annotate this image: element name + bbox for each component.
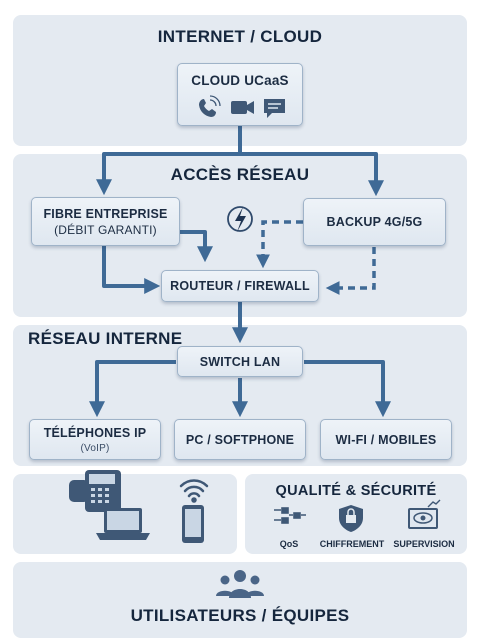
desk-phone-icon: [69, 470, 121, 512]
laptop-icon: [96, 508, 150, 540]
ip-phones-box: TÉLÉPHONES IP (VoIP): [29, 419, 161, 460]
fiber-line2-label: (DÉBIT GARANTI): [54, 222, 157, 237]
cloud-ucaas-box: CLOUD UCaaS: [177, 63, 303, 126]
fiber-to-router-arrow-diag: [180, 230, 213, 263]
smartphone-icon: [182, 505, 204, 543]
switch-to-wifi-arrow: [304, 360, 391, 418]
video-camera-icon: [231, 101, 254, 114]
switch-lan-box: SWITCH LAN: [177, 346, 303, 377]
internal-network-title: RÉSEAU INTERNE: [28, 329, 183, 348]
phones-sub-label: (VoIP): [80, 442, 110, 454]
internet-cloud-title: INTERNET / CLOUD: [157, 27, 323, 46]
fiber-line1-label: FIBRE ENTREPRISE: [43, 206, 168, 221]
pc-softphone-box: PC / SOFTPHONE: [174, 419, 306, 460]
backup-4g5g-box: BACKUP 4G/5G: [303, 198, 446, 246]
supervision-label: SUPERVISION: [393, 539, 455, 549]
quality-security-title: QUALITÉ & SÉCURITÉ: [275, 483, 437, 499]
wifi-mobiles-box: WI-FI / MOBILES: [320, 419, 452, 460]
switch-label: SWITCH LAN: [199, 354, 281, 369]
pc-label: PC / SOFTPHONE: [185, 432, 295, 447]
encryption-label: CHIFFREMENT: [319, 539, 385, 549]
phone-call-icon: [199, 95, 221, 117]
router-firewall-box: ROUTEUR / FIREWALL: [161, 270, 319, 302]
phones-label: TÉLÉPHONES IP: [43, 425, 147, 440]
cloud-services-icons: [199, 95, 285, 118]
router-label: ROUTEUR / FIREWALL: [170, 279, 310, 293]
lightning-icon: [227, 206, 253, 232]
qos-icon: [274, 507, 306, 524]
fiber-enterprise-box: FIBRE ENTREPRISE (DÉBIT GARANTI): [31, 197, 180, 246]
qos-label: QoS: [279, 539, 299, 549]
fiber-to-router-arrow-left: [102, 246, 161, 294]
lock-shield-icon: [339, 505, 363, 532]
backup-label: BACKUP 4G/5G: [326, 215, 423, 229]
wifi-label: WI-FI / MOBILES: [335, 432, 437, 447]
monitor-eye-icon: [408, 499, 441, 529]
users-group-icon: [216, 570, 264, 598]
backup-to-router-dashed-lower: [325, 247, 376, 295]
wifi-signal-icon: [179, 479, 209, 503]
chat-message-icon: [264, 99, 285, 118]
network-access-title: ACCÈS RÉSEAU: [170, 165, 310, 184]
cloud-to-fiber-arrow: [96, 126, 242, 196]
cloud-to-backup-arrow: [240, 152, 384, 197]
cloud-ucaas-label: CLOUD UCaaS: [191, 73, 289, 88]
switch-to-phones-arrow: [89, 360, 176, 418]
backup-to-router-dashed-upper: [256, 220, 303, 269]
users-teams-title: UTILISATEURS / ÉQUIPES: [130, 606, 350, 625]
